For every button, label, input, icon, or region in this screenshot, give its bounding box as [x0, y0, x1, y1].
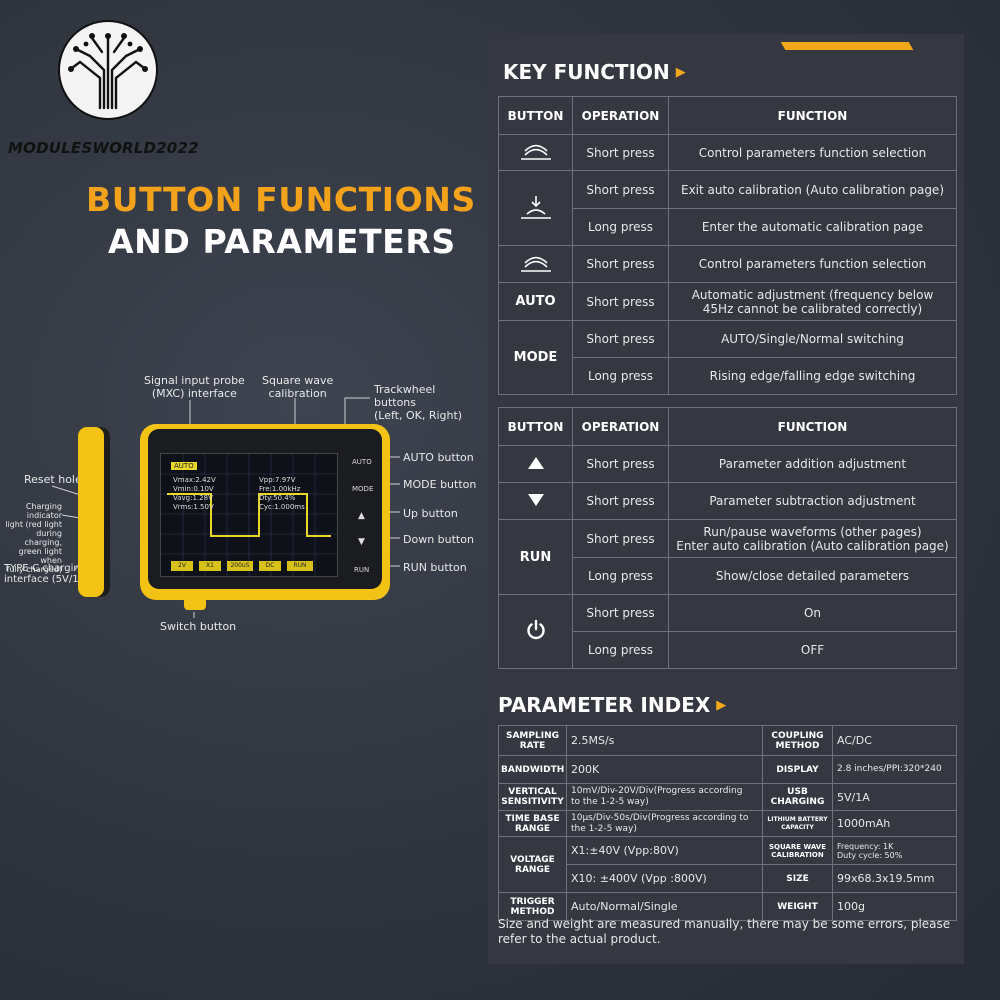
header-function: FUNCTION	[668, 407, 957, 446]
screen-btn-probe: X1	[199, 561, 221, 571]
label-reset-hole: Reset hole	[24, 473, 82, 486]
table-row: BANDWIDTH 200K DISPLAY 2.8 inches/PPI:32…	[498, 755, 957, 784]
table-row: SAMPLING RATE 2.5MS/s COUPLING METHOD AC…	[498, 725, 957, 756]
accent-bar	[780, 42, 914, 50]
parameter-index-table: SAMPLING RATE 2.5MS/s COUPLING METHOD AC…	[498, 725, 957, 921]
screen-btn-coupling: DC	[259, 561, 281, 571]
key-function-table-2: BUTTON OPERATION FUNCTION Short press Pa…	[498, 407, 957, 669]
table-row: TRIGGER METHOD Auto/Normal/Single WEIGHT…	[498, 892, 957, 921]
device-key-auto[interactable]: AUTO	[352, 458, 372, 466]
label-signal-input: Signal input probe (MXC) interface	[144, 374, 245, 400]
screen-cycle: Cyc:1.000ms	[259, 503, 305, 511]
page-title-line1: BUTTON FUNCTIONS	[86, 180, 476, 219]
screen-vmax: Vmax:2.42V	[173, 476, 216, 484]
screen-btn-volt: 2V	[171, 561, 193, 571]
screen-btn-run: RUN	[287, 561, 313, 571]
header-button: BUTTON	[498, 96, 573, 135]
device-key-down[interactable]: ▼	[358, 537, 365, 547]
screen-freq: Fre:1.00kHz	[259, 485, 301, 493]
key-function-title: KEY FUNCTION▶	[503, 60, 686, 84]
label-charging-indicator: Charging indicator light (red light duri…	[5, 502, 62, 574]
label-auto-button: AUTO button	[403, 451, 474, 464]
table-row: X10: ±400V (Vpp :800V) SIZE 99x68.3x19.5…	[499, 864, 957, 893]
label-run-button: RUN button	[403, 561, 467, 574]
table-row: Short press Parameter addition adjustmen…	[498, 445, 957, 483]
device-key-run[interactable]: RUN	[354, 566, 370, 574]
table-row: Short press Control parameters function …	[498, 134, 957, 171]
label-mode-button: MODE button	[403, 478, 477, 491]
press-down-icon	[498, 170, 573, 246]
measurement-note: Size and weight are measured manually, t…	[498, 917, 951, 946]
circuit-tree-icon	[68, 33, 148, 110]
screen-mode: AUTO	[171, 462, 197, 470]
scroll-wheel-icon	[498, 134, 573, 171]
table-row: TIME BASE RANGE 10μs/Div-50s/Div(Progres…	[498, 810, 957, 837]
triangle-down-icon	[498, 482, 573, 520]
table-row: Short press Parameter subtraction adjust…	[498, 482, 957, 520]
triangle-up-icon	[498, 445, 573, 483]
device-side-view	[78, 427, 110, 597]
table-row: Long press Rising edge/falling edge swit…	[499, 357, 957, 395]
table-row: Long press OFF	[499, 631, 957, 669]
screen-duty: Dty:50.4%	[259, 494, 296, 502]
screen-vpp: Vpp:7.97V	[259, 476, 296, 484]
table-row: MODE Short press AUTO/Single/Normal swit…	[498, 320, 957, 395]
waveform-graphic	[161, 454, 337, 576]
label-trackwheel: Trackwheel buttons (Left, OK, Right)	[374, 383, 463, 422]
device-key-mode[interactable]: MODE	[352, 485, 374, 493]
label-switch-button: Switch button	[160, 620, 237, 633]
scroll-wheel-icon	[498, 245, 573, 283]
brand-name: MODULESWORLD2022	[8, 139, 199, 157]
device-switch-tab	[184, 596, 206, 610]
screen-btn-timebase: 200uS	[227, 561, 253, 571]
page-title-line2: AND PARAMETERS	[108, 222, 456, 261]
header-operation: OPERATION	[572, 407, 669, 446]
device-key-up[interactable]: ▲	[358, 511, 365, 521]
label-down-button: Down button	[403, 533, 474, 546]
table-row: VOLTAGE RANGE X1:±40V (Vpp:80V) SQUARE W…	[498, 836, 957, 893]
screen-vmin: Vmin:0.10V	[173, 485, 214, 493]
header-function: FUNCTION	[668, 96, 957, 135]
header-button: BUTTON	[498, 407, 573, 446]
button-auto: AUTO	[498, 282, 573, 321]
screen-vrms: Vrms:1.50V	[173, 503, 214, 511]
key-function-table: BUTTON OPERATION FUNCTION Short press Co…	[498, 96, 957, 395]
parameter-index-title: PARAMETER INDEX▶	[498, 693, 727, 717]
table-row: Short press Exit auto calibration (Auto …	[498, 170, 957, 246]
oscilloscope-device: AUTO Vmax:2.42V Vmin:0.10V Vavg:1.28V Vr…	[140, 424, 390, 600]
table-row: AUTO Short press Automatic adjustment (f…	[498, 282, 957, 321]
button-run: RUN	[498, 519, 573, 595]
screen-vavg: Vavg:1.28V	[173, 494, 213, 502]
power-icon	[498, 594, 573, 669]
device-screen: AUTO Vmax:2.42V Vmin:0.10V Vavg:1.28V Vr…	[160, 453, 338, 577]
label-square-wave: Square wave calibration	[262, 374, 334, 400]
table-row: VERTICAL SENSITIVITY 10mV/Div-20V/Div(Pr…	[498, 783, 957, 811]
table-row: Long press Enter the automatic calibrati…	[499, 208, 957, 246]
table-row: Short press Control parameters function …	[498, 245, 957, 283]
table-row: Short press On	[498, 594, 957, 669]
button-mode: MODE	[498, 320, 573, 395]
table-row: RUN Short press Run/pause waveforms (oth…	[498, 519, 957, 595]
brand-logo	[58, 20, 158, 120]
label-up-button: Up button	[403, 507, 458, 520]
header-operation: OPERATION	[572, 96, 669, 135]
label-typec: TYPE-C charging interface (5V/1A)	[4, 563, 90, 585]
